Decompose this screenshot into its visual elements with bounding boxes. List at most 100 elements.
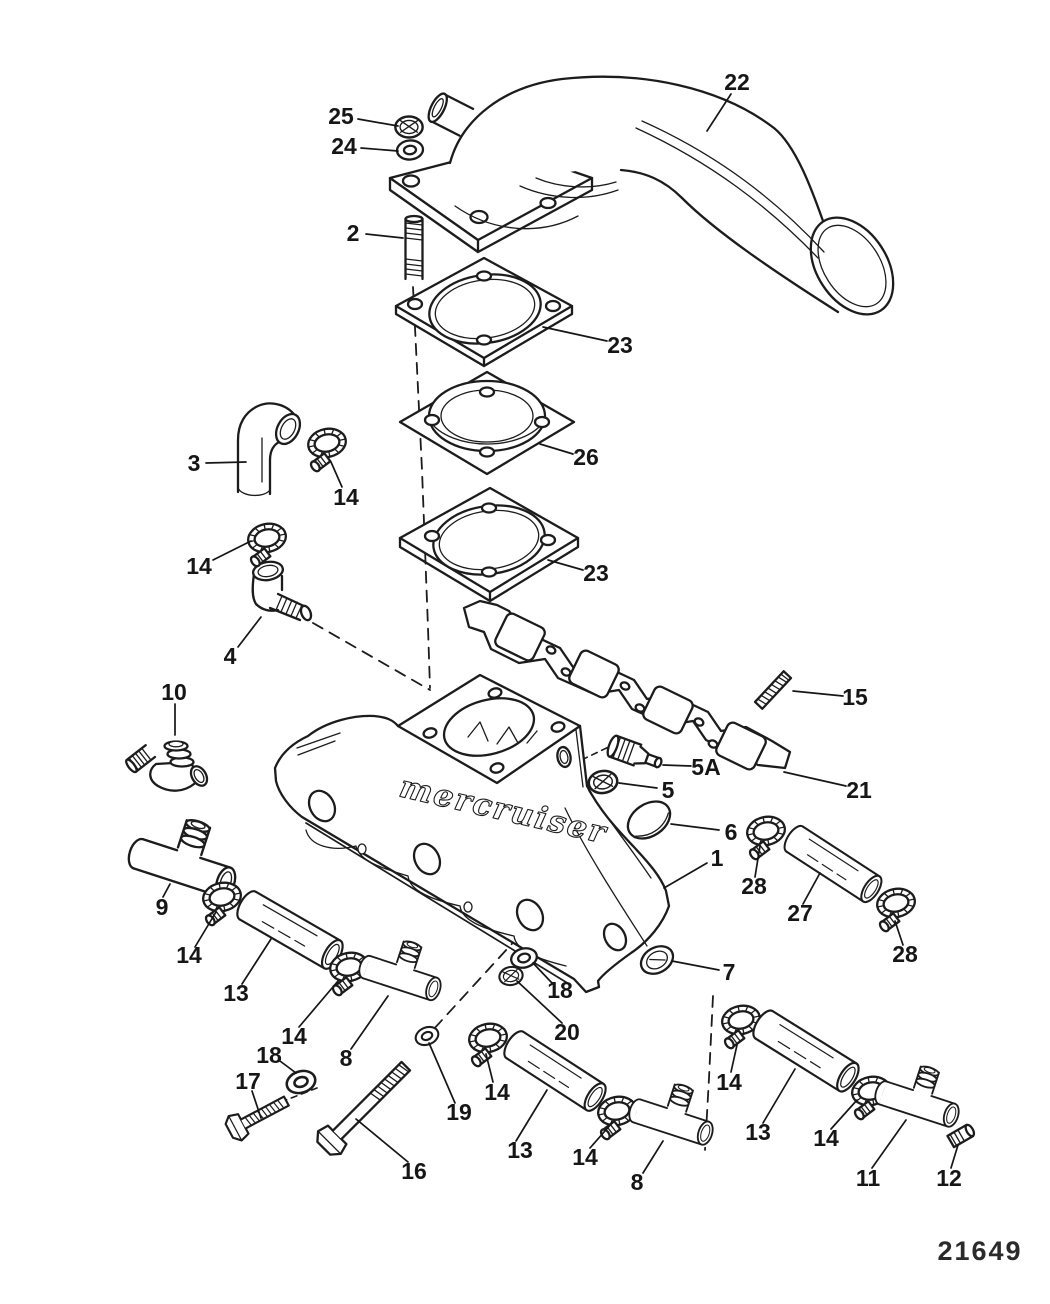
callout-leader-26	[539, 443, 574, 455]
callout-27: 27	[787, 900, 813, 926]
callout-leader-14	[194, 911, 217, 948]
fitting-4	[251, 560, 313, 622]
plug-7	[639, 945, 675, 975]
callout-15: 15	[842, 684, 868, 710]
callout-leader-14	[298, 980, 339, 1028]
callout-leader-19	[428, 1042, 456, 1104]
callout-leader-24	[360, 147, 399, 152]
callout-leader-4	[237, 616, 262, 648]
hose-elbow-3	[236, 402, 302, 500]
callout-leader-15	[792, 690, 844, 697]
tee-fitting-8-left	[355, 928, 453, 1003]
callout-leader-18	[279, 1060, 297, 1074]
washer-19	[411, 1022, 443, 1050]
bolt-16	[316, 1060, 412, 1156]
callout-leader-13	[241, 938, 272, 985]
callout-16: 16	[401, 1158, 427, 1184]
callout-23: 23	[607, 332, 633, 358]
callout-21: 21	[846, 777, 872, 803]
callout-7: 7	[723, 959, 736, 985]
hose-clamp-14	[301, 424, 353, 475]
bolt-17	[224, 1095, 290, 1142]
callout-leader-14	[212, 540, 252, 561]
hose-13-right	[748, 1006, 864, 1096]
callout-13: 13	[745, 1119, 771, 1145]
tee-fitting-11	[871, 1052, 971, 1130]
water-nipple	[427, 92, 475, 137]
callout-leader-8	[350, 995, 389, 1050]
callout-leader-14	[589, 1122, 613, 1149]
callout-13: 13	[223, 980, 249, 1006]
hose-13-left	[232, 886, 348, 974]
fitting-10	[125, 740, 209, 792]
callout-28: 28	[892, 941, 918, 967]
locknut-25	[394, 115, 424, 139]
callout-2: 2	[347, 220, 360, 246]
callout-leader-14	[485, 1053, 494, 1083]
callout-25: 25	[328, 103, 354, 129]
stud-2	[404, 214, 424, 281]
callout-23: 23	[583, 560, 609, 586]
callout-leader-12	[950, 1144, 959, 1169]
callout-20: 20	[554, 1019, 580, 1045]
drain-fitting-5a	[606, 734, 663, 769]
callout-leader-27	[802, 872, 821, 905]
callout-leader-13	[762, 1068, 796, 1124]
callout-10: 10	[161, 679, 187, 705]
callout-28: 28	[741, 873, 767, 899]
callout-1: 1	[711, 845, 724, 871]
callout-11: 11	[856, 1165, 881, 1191]
gasket-23-bottom	[398, 486, 580, 603]
callout-leader-9	[162, 883, 171, 898]
plug-6	[626, 800, 672, 840]
callout-leader-22	[706, 93, 732, 132]
callout-leader-8	[642, 1140, 664, 1174]
callout-leader-5	[618, 782, 658, 789]
callout-14: 14	[176, 942, 202, 968]
exhaust-manifold-1: mercruiser	[273, 673, 671, 994]
callout-18: 18	[256, 1042, 282, 1068]
drawing-number: 21649	[937, 1236, 1022, 1266]
callout-leader-1	[663, 862, 708, 889]
callout-8: 8	[631, 1169, 644, 1195]
callout-14: 14	[716, 1069, 742, 1095]
gasket-23-top	[394, 256, 574, 368]
callout-5A: 5A	[691, 754, 720, 780]
callout-22: 22	[724, 69, 750, 95]
callout-14: 14	[813, 1125, 839, 1151]
callout-leader-7	[671, 960, 720, 971]
callout-14: 14	[333, 484, 359, 510]
callout-leader-13	[515, 1089, 548, 1142]
hose-27	[779, 821, 887, 907]
callout-leader-14	[730, 1044, 738, 1073]
callout-leader-21	[783, 771, 847, 787]
hose-clamp-28	[740, 812, 792, 863]
callout-8: 8	[340, 1045, 353, 1071]
callout-leader-18	[532, 962, 553, 984]
exhaust-manifold-gasket-21	[462, 599, 792, 771]
callout-leader-28	[894, 920, 904, 946]
callout-leader-2	[365, 233, 404, 239]
restrictor-plate-26	[398, 370, 576, 476]
callout-leader-23	[542, 326, 608, 342]
callout-9: 9	[156, 894, 169, 920]
stud-15	[753, 670, 793, 710]
callout-12: 12	[936, 1165, 962, 1191]
callout-leader-28	[754, 845, 761, 878]
callout-leader-25	[357, 118, 399, 127]
callout-18: 18	[547, 977, 573, 1003]
callout-14: 14	[281, 1023, 307, 1049]
callout-leader-6	[670, 823, 720, 831]
callout-leader-23	[547, 559, 584, 571]
callout-5: 5	[662, 777, 675, 803]
callout-leader-14	[330, 461, 343, 488]
callout-24: 24	[331, 133, 357, 159]
assembly-centerlines	[280, 286, 714, 1151]
callout-leader-14	[830, 1099, 858, 1130]
callout-leader-5A	[662, 764, 692, 767]
callout-leader-17	[251, 1090, 262, 1119]
callout-leader-16	[355, 1118, 409, 1163]
